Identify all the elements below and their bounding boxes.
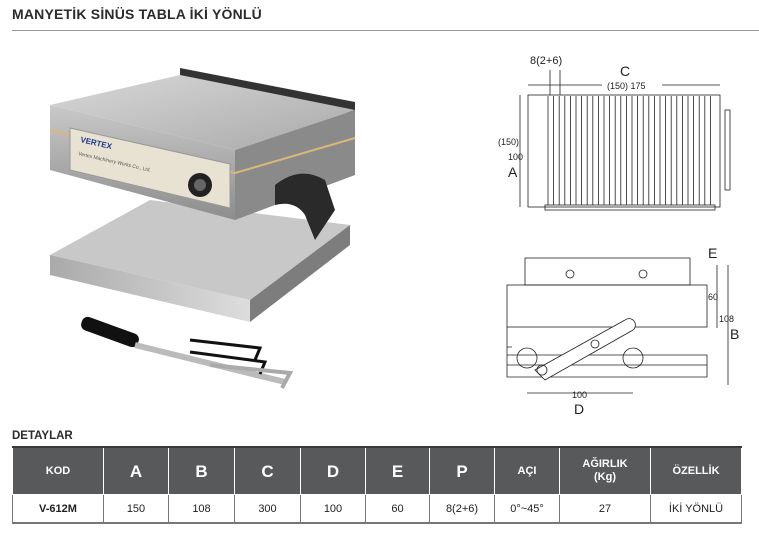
col-header: AÇI [494, 446, 560, 495]
label-C: C [620, 63, 630, 79]
cell-weight: 27 [559, 494, 651, 524]
label-pitch: 8(2+6) [530, 55, 562, 67]
cell-a: 150 [103, 494, 169, 524]
specs-table: KOD A B C D E P AÇI AĞIRLIK (Kg) ÖZELLİK… [12, 446, 742, 524]
col-header: D [300, 446, 366, 495]
hex-key-icon [189, 338, 263, 361]
table-header-row: KOD A B C D E P AÇI AĞIRLIK (Kg) ÖZELLİK [12, 446, 742, 495]
details-heading: DETAYLAR [12, 430, 73, 442]
base-plate [50, 200, 350, 300]
label-E: E [708, 245, 717, 261]
label-A-value: 100 [508, 152, 523, 162]
technical-drawing: 8(2+6) C (150) 175 (150) 100 A E 60 108 … [498, 55, 739, 417]
handle-icon [81, 316, 139, 348]
cell-feature: İKİ YÖNLÜ [650, 494, 742, 524]
col-header: B [168, 446, 235, 495]
product-photo: VERTEX Vertex Machinery Works Co., Ltd. [49, 68, 356, 389]
col-header: AĞIRLIK (Kg) [559, 446, 651, 495]
cell-e: 60 [365, 494, 430, 524]
col-header: KOD [12, 446, 104, 495]
label-E-value: 60 [708, 292, 718, 302]
col-header: ÖZELLİK [650, 446, 742, 495]
cell-c: 300 [234, 494, 301, 524]
label-A-paren: (150) [498, 137, 519, 147]
label-B: B [730, 326, 739, 342]
label-D: D [574, 401, 584, 417]
top-view [527, 94, 721, 208]
col-header: A [103, 446, 169, 495]
cell-b: 108 [168, 494, 235, 524]
cell-d: 100 [300, 494, 366, 524]
cell-angle: 0°~45° [494, 494, 560, 524]
cell-kod: V-612M [12, 494, 104, 524]
magnetic-top [50, 75, 355, 150]
cell-p: 8(2+6) [429, 494, 495, 524]
title-divider [12, 30, 759, 31]
side-view-top [524, 257, 691, 286]
page-title: MANYETİK SİNÜS TABLA İKİ YÖNLÜ [12, 6, 262, 22]
col-header: E [365, 446, 430, 495]
label-B-value: 108 [719, 314, 734, 324]
table-row: V-612M 150 108 300 100 60 8(2+6) 0°~45° … [12, 494, 742, 524]
label-A: A [508, 164, 518, 180]
col-header: P [429, 446, 495, 495]
col-header: C [234, 446, 301, 495]
sine-hinge [275, 173, 335, 240]
label-D-value: 100 [572, 390, 587, 400]
label-C-dims: (150) 175 [607, 81, 646, 91]
